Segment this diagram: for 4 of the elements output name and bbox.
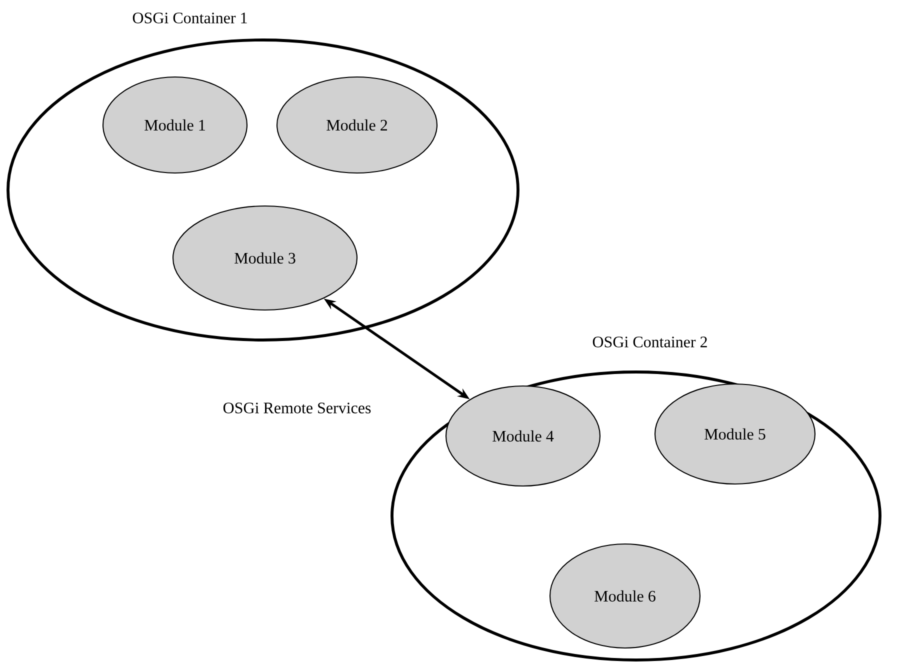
container-title: OSGi Container 2 bbox=[592, 336, 707, 348]
edge-label: OSGi Remote Services bbox=[223, 402, 371, 414]
container-ellipse bbox=[6, 12, 520, 342]
container-title: OSGi Container 1 bbox=[132, 12, 247, 24]
